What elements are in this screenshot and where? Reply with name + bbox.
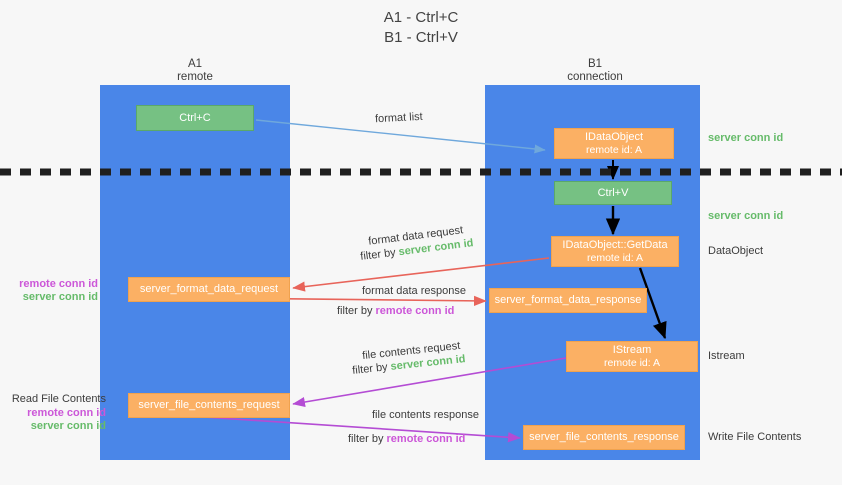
annotation-remote-conn-id-1: remote conn id xyxy=(19,278,98,290)
annotation-dataobject: DataObject xyxy=(708,245,764,257)
annotation-istream: Istream xyxy=(708,350,745,362)
lane-header-b1-subtitle: connection xyxy=(567,71,623,83)
lane-header-b1-name: B1 xyxy=(587,58,603,70)
annotation-server-conn-id-2: server conn id xyxy=(30,420,106,432)
node-ctrl-c-label: Ctrl+C xyxy=(179,111,211,124)
edge-label-format-data-response-filter: filter by remote conn id xyxy=(337,304,454,318)
node-istream-sublabel: remote id: A xyxy=(603,356,661,369)
node-server-format-data-response[interactable]: server_format_data_response xyxy=(489,288,647,313)
node-istream[interactable]: IStream remote id: A xyxy=(566,341,698,372)
annotation-write-file-contents: Write File Contents xyxy=(708,431,802,443)
node-server-format-data-response-label: server_format_data_response xyxy=(494,294,642,306)
node-server-file-contents-response[interactable]: server_file_contents_response xyxy=(523,425,685,450)
node-server-file-contents-request[interactable]: server_file_contents_request xyxy=(128,393,290,418)
edge-label-format-data-response: format data response xyxy=(362,285,466,297)
filter-prefix: filter by xyxy=(359,246,400,263)
page-title: A1 - Ctrl+C B1 - Ctrl+V xyxy=(0,8,842,48)
node-server-format-data-request[interactable]: server_format_data_request xyxy=(128,277,290,302)
node-istream-label: IStream xyxy=(612,343,652,356)
annotation-read-file-contents: Read File Contents xyxy=(11,393,106,405)
edge-label-format-list: format list xyxy=(374,110,423,126)
filter-prefix: filter by xyxy=(351,360,392,377)
node-server-file-contents-response-label: server_file_contents_response xyxy=(529,431,679,443)
title-line-2: B1 - Ctrl+V xyxy=(384,29,458,46)
filter-prefix: filter by xyxy=(348,433,387,445)
node-ctrl-v-label: Ctrl+V xyxy=(597,186,629,199)
title-line-1: A1 - Ctrl+C xyxy=(383,9,459,26)
node-getdata-sublabel: remote id: A xyxy=(586,251,644,264)
annotation-server-conn-id-1: server conn id xyxy=(22,291,98,303)
edge-label-file-contents-response-filter: filter by remote conn id xyxy=(348,432,465,446)
node-idataobject-getdata[interactable]: IDataObject::GetData remote id: A xyxy=(551,236,679,267)
node-idataobject-sublabel: remote id: A xyxy=(585,143,643,156)
annotation-left-conn-ids-top: remote conn id server conn id xyxy=(6,278,98,304)
annotation-server-conn-id-mid: server conn id xyxy=(708,210,784,222)
node-idataobject-label: IDataObject xyxy=(584,130,644,143)
lane-header-b1: B1 connection xyxy=(525,58,665,84)
annotation-remote-conn-id-2: remote conn id xyxy=(27,407,106,419)
lane-header-a1-name: A1 xyxy=(187,58,203,70)
node-server-format-data-request-label: server_format_data_request xyxy=(139,283,279,295)
node-server-file-contents-request-label: server_file_contents_request xyxy=(138,399,280,411)
filter-value-remote-conn-id: remote conn id xyxy=(386,433,466,445)
node-ctrl-v[interactable]: Ctrl+V xyxy=(554,181,672,205)
node-getdata-label: IDataObject::GetData xyxy=(562,238,668,251)
node-idataobject[interactable]: IDataObject remote id: A xyxy=(554,128,674,159)
lane-header-a1: A1 remote xyxy=(125,58,265,84)
edge-label-file-contents-response: file contents response xyxy=(372,409,480,421)
filter-value-remote-conn-id: remote conn id xyxy=(375,305,455,317)
annotation-left-read-file-contents-group: Read File Contents remote conn id server… xyxy=(6,393,106,433)
filter-prefix: filter by xyxy=(337,305,376,317)
annotation-server-conn-id-top: server conn id xyxy=(708,132,784,144)
lane-header-a1-subtitle: remote xyxy=(177,71,213,83)
node-ctrl-c[interactable]: Ctrl+C xyxy=(136,105,254,131)
